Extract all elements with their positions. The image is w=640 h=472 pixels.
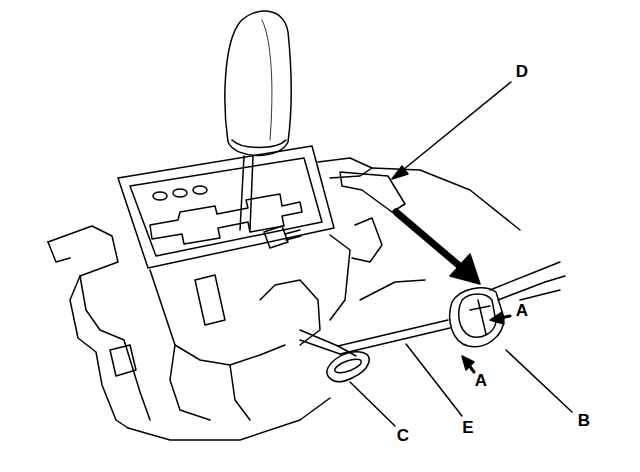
- indicator-lamp: [193, 186, 207, 194]
- cable-end-eyelet: [327, 352, 369, 382]
- console-housing: [150, 270, 285, 365]
- shift-knob: [232, 140, 286, 148]
- callout-letter: B: [578, 411, 590, 430]
- callout-letter-wrap: D: [516, 63, 528, 81]
- callout-letter: E: [462, 418, 473, 437]
- cable-holder: [470, 300, 490, 334]
- console-housing: [128, 398, 330, 440]
- shift-cable-rod: [338, 320, 450, 354]
- cable-end-eyelet: [338, 346, 356, 356]
- cable-holder: [459, 294, 496, 337]
- console-housing: [352, 218, 382, 262]
- callout-letter: A: [516, 301, 528, 320]
- callout-letter-wrap: A: [475, 372, 487, 390]
- indicator-lamp: [173, 189, 187, 197]
- callout-letter: D: [516, 62, 528, 81]
- callout-letter: A: [475, 371, 487, 390]
- console-housing: [80, 276, 150, 420]
- mounting-bolt: [285, 230, 301, 240]
- leader-line: [350, 382, 395, 426]
- console-housing: [318, 158, 372, 178]
- cable-end-eyelet: [333, 357, 363, 376]
- console-housing: [195, 275, 225, 325]
- console-housing: [360, 280, 425, 300]
- leader-line: [406, 344, 462, 416]
- console-housing: [230, 365, 250, 420]
- removal-arrow: [450, 254, 480, 284]
- indicator-plate: [118, 146, 334, 268]
- console-housing: [330, 235, 350, 320]
- removal-arrow: [396, 212, 462, 268]
- console-housing: [48, 242, 70, 262]
- shift-cable: [490, 262, 565, 300]
- callout-letter-wrap: C: [397, 427, 409, 445]
- callout-letter-wrap: B: [578, 412, 590, 430]
- indicator-lamp: [153, 192, 167, 200]
- leader-arrowhead: [392, 166, 408, 179]
- shift-cable-rod: [300, 330, 340, 354]
- leader-arrowhead: [490, 312, 504, 324]
- shift-gate: [150, 194, 302, 244]
- console-housing: [48, 226, 128, 428]
- shift-shaft: [240, 156, 253, 230]
- shift-cable: [520, 290, 560, 300]
- mounting-bolt: [264, 226, 288, 248]
- leader-arrowhead: [462, 356, 474, 370]
- shift-knob: [262, 20, 272, 140]
- callout-letter: C: [397, 426, 409, 445]
- callout-letter-wrap: E: [462, 419, 473, 437]
- cable-holder: [450, 288, 504, 347]
- shift-knob: [225, 11, 291, 155]
- callout-letter-wrap: A: [516, 302, 528, 320]
- leader-line: [506, 350, 572, 412]
- leader-line: [398, 82, 511, 174]
- indicator-plate: [130, 158, 322, 256]
- console-housing: [110, 345, 136, 376]
- console-housing: [170, 345, 210, 420]
